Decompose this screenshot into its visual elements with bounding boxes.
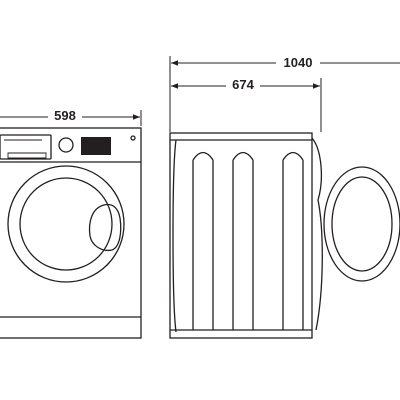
depth-label: 674 (232, 77, 254, 92)
side-view-body (169, 132, 313, 339)
side-view (169, 132, 323, 339)
total-depth-label: 1040 (284, 55, 313, 70)
power-button (130, 135, 136, 141)
door-handle (88, 203, 122, 252)
drum-outline-1 (192, 151, 214, 161)
door-glass (19, 177, 113, 271)
depth-label-bg (226, 76, 260, 92)
total-depth-label-bg (276, 53, 320, 69)
side-door-profile (311, 137, 323, 331)
front-view-body (0, 127, 142, 339)
display-screen (81, 137, 111, 155)
front-view (0, 127, 142, 339)
drum-outline-2 (232, 151, 254, 161)
width-label: 598 (54, 108, 76, 123)
detergent-drawer (0, 134, 52, 160)
open-door (323, 166, 400, 282)
width-label-bg (48, 107, 82, 123)
program-knob (58, 137, 74, 153)
open-door-outer (323, 166, 400, 282)
open-door-inner (331, 176, 393, 272)
door-outer-ring (7, 165, 125, 283)
detergent-drawer-handle (7, 152, 47, 159)
side-back-curve (172, 139, 177, 333)
drum-outline-3 (282, 151, 304, 161)
